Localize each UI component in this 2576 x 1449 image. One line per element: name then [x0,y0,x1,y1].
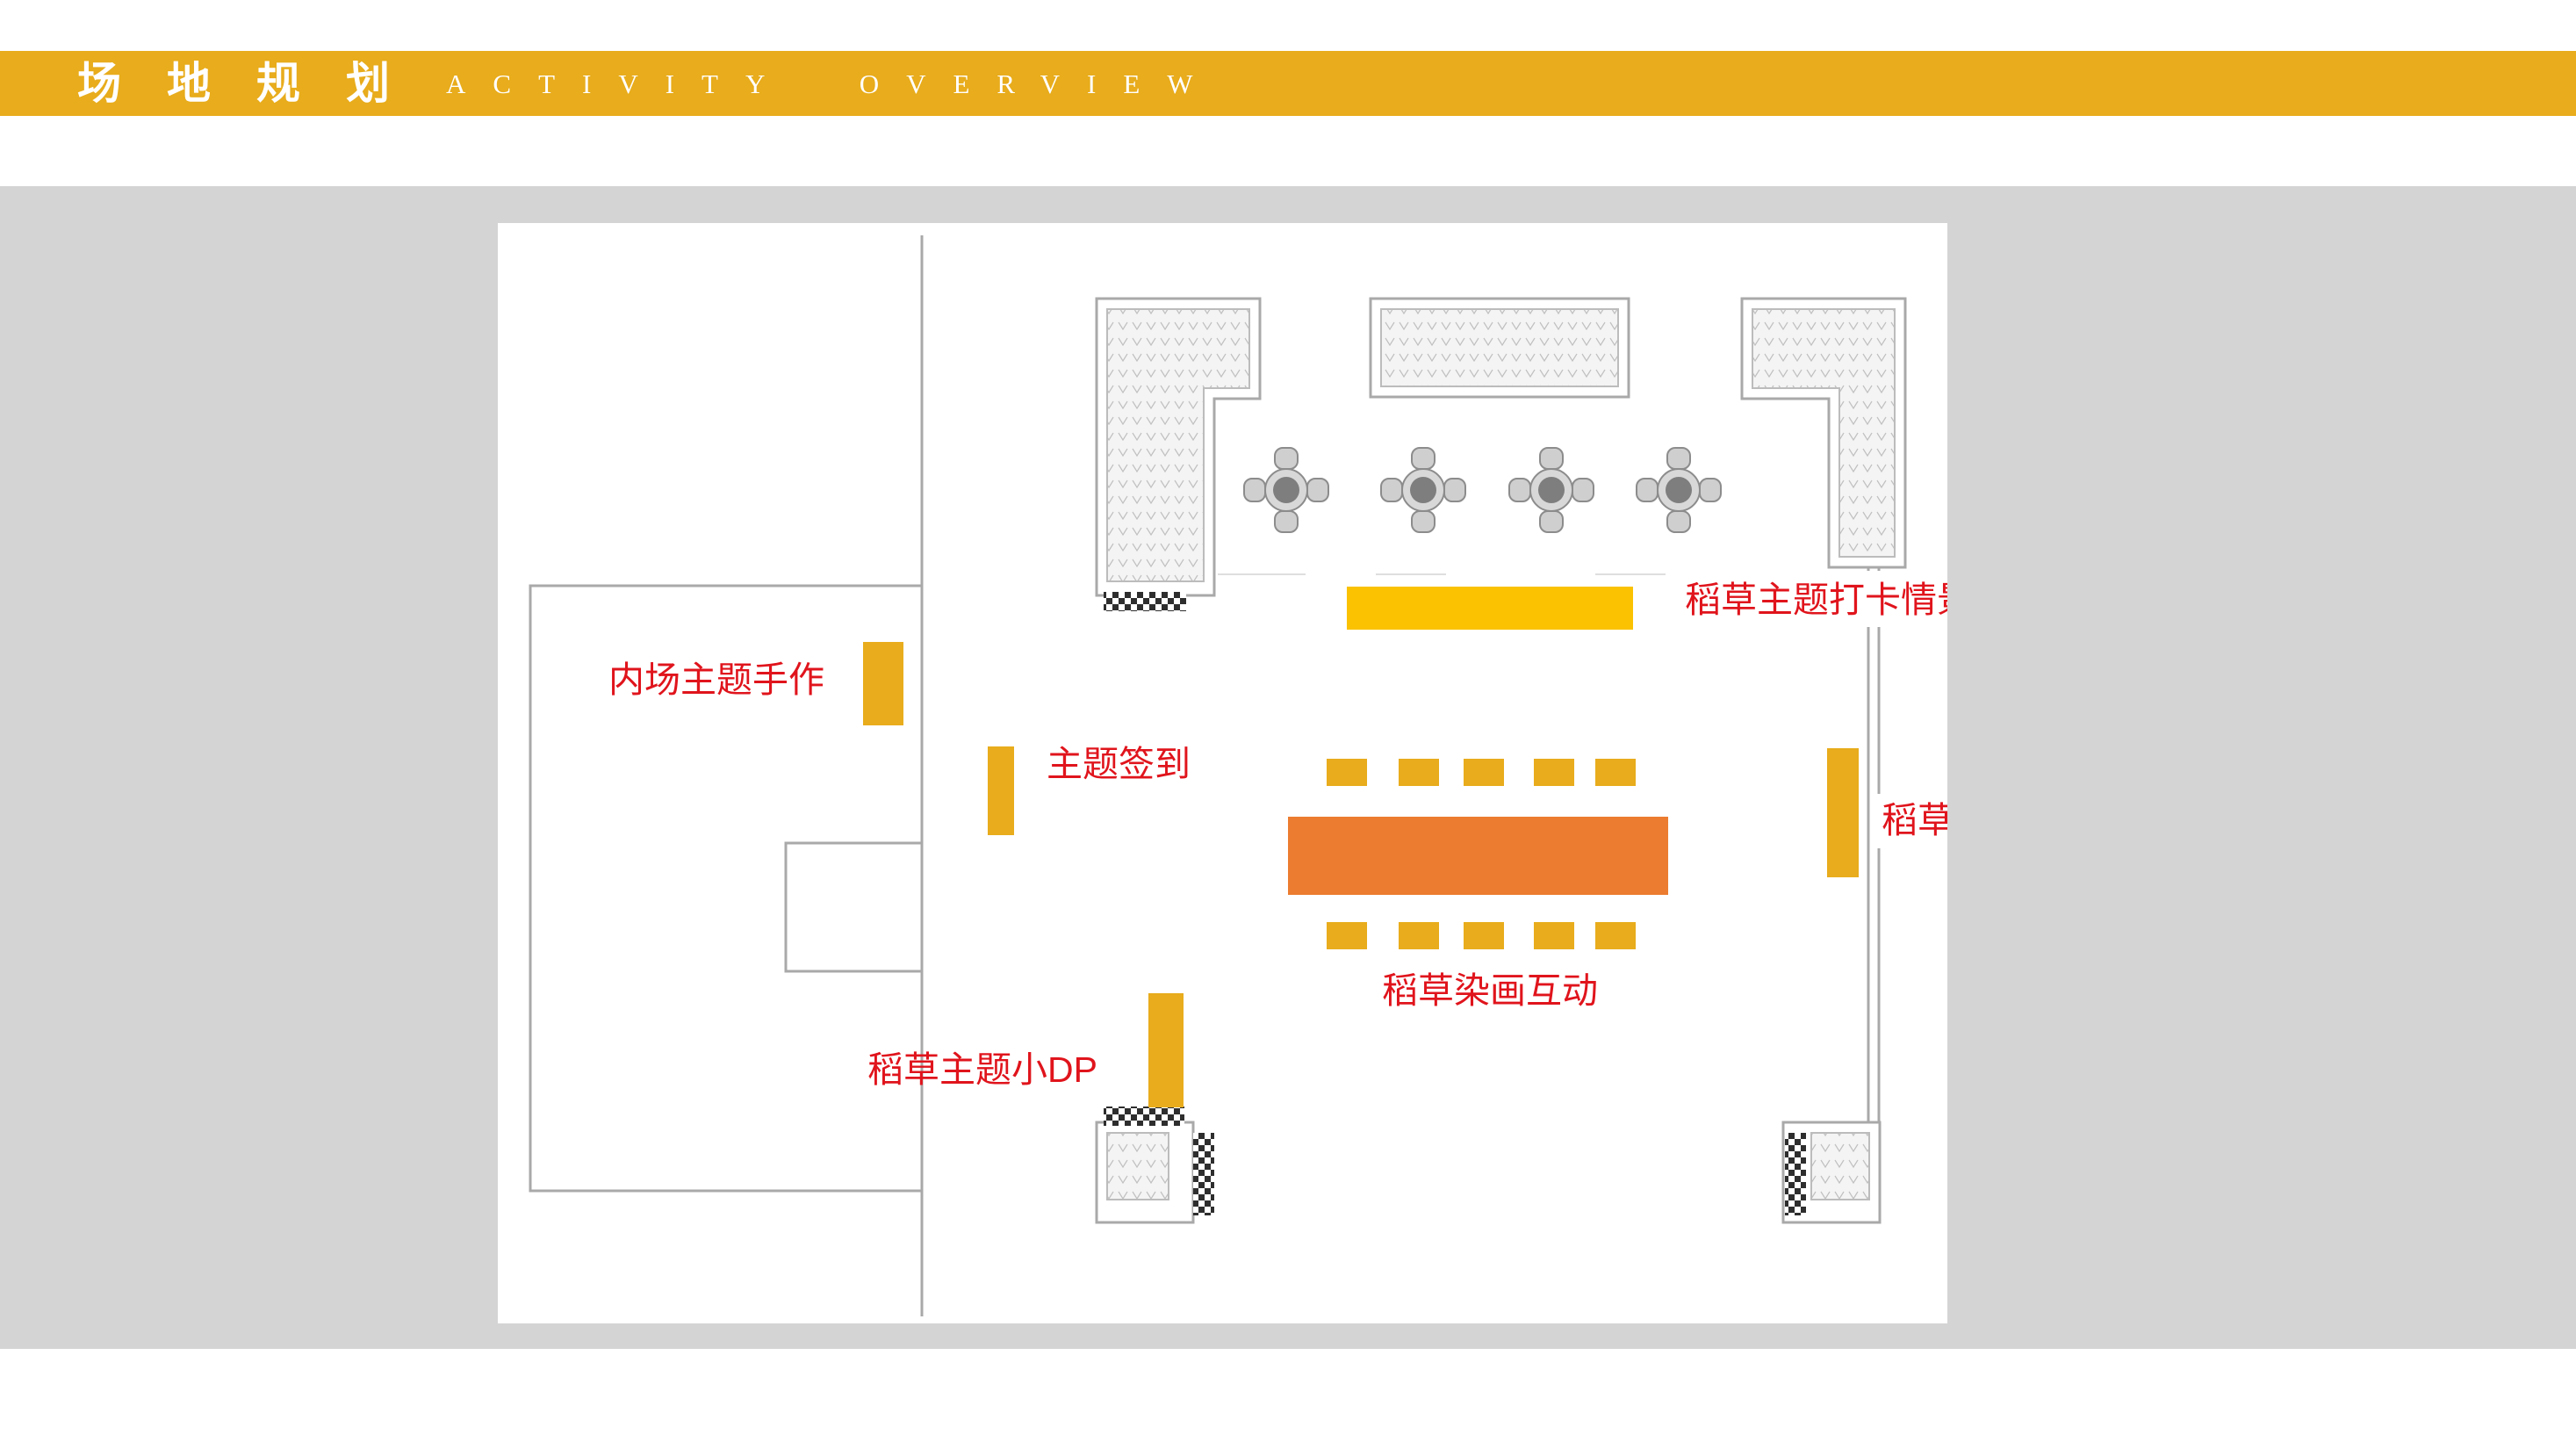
label-dp-right: 稻草主题小DP [1882,800,1947,840]
planter-icon [1740,297,1907,569]
dp-right-booth [1827,748,1859,877]
page-title: 场地规划 [77,57,435,109]
planter-icon [1095,1121,1195,1224]
checker-pattern-icon [1104,592,1186,611]
planter-icon [1095,297,1262,597]
dp-left-booth [1148,993,1184,1107]
label-dye-painting: 稻草染画互动 [1382,970,1598,1011]
label-background [1874,794,1947,848]
header-banner [0,51,2576,116]
stool [1327,922,1367,949]
checker-pattern-icon [1193,1133,1214,1215]
planter-icon [1369,297,1630,399]
stools-top [1327,759,1636,786]
stool [1534,922,1574,949]
main-dye-table [1288,817,1668,895]
round-table-icon [1380,447,1466,533]
stool [1464,759,1504,786]
floor-plan-drawing [529,235,1907,1316]
label-theme-signin: 主题签到 [1047,744,1191,784]
stool [1595,759,1636,786]
label-checkin-scene: 稻草主题打卡情景 [1685,580,1947,620]
stool [1534,759,1574,786]
stool [1399,759,1439,786]
stool [1464,922,1504,949]
walls [529,235,1881,1316]
handcraft-booth [863,642,903,725]
round-table-icon [1636,447,1722,533]
page-subtitle: ACTIVITY OVERVIEW [446,68,1220,99]
floor-plan: 内场主题手作 主题签到 稻草主题打卡情景 稻草主题小DP 稻草主题小DP 稻草染… [498,223,1947,1323]
label-dp-left: 稻草主题小DP [867,1049,1097,1090]
label-background [1672,571,1947,627]
stool [1327,759,1367,786]
checker-pattern-icon [1785,1133,1806,1215]
stool [1399,922,1439,949]
round-table-icon [1243,447,1329,533]
signin-booth [988,746,1014,835]
round-table-icon [1508,447,1594,533]
checker-pattern-icon [1104,1107,1184,1126]
checkin-scene-bar [1347,587,1633,630]
label-indoor-handcraft: 内场主题手作 [608,660,824,700]
stool [1595,922,1636,949]
stools-bottom [1327,922,1636,949]
